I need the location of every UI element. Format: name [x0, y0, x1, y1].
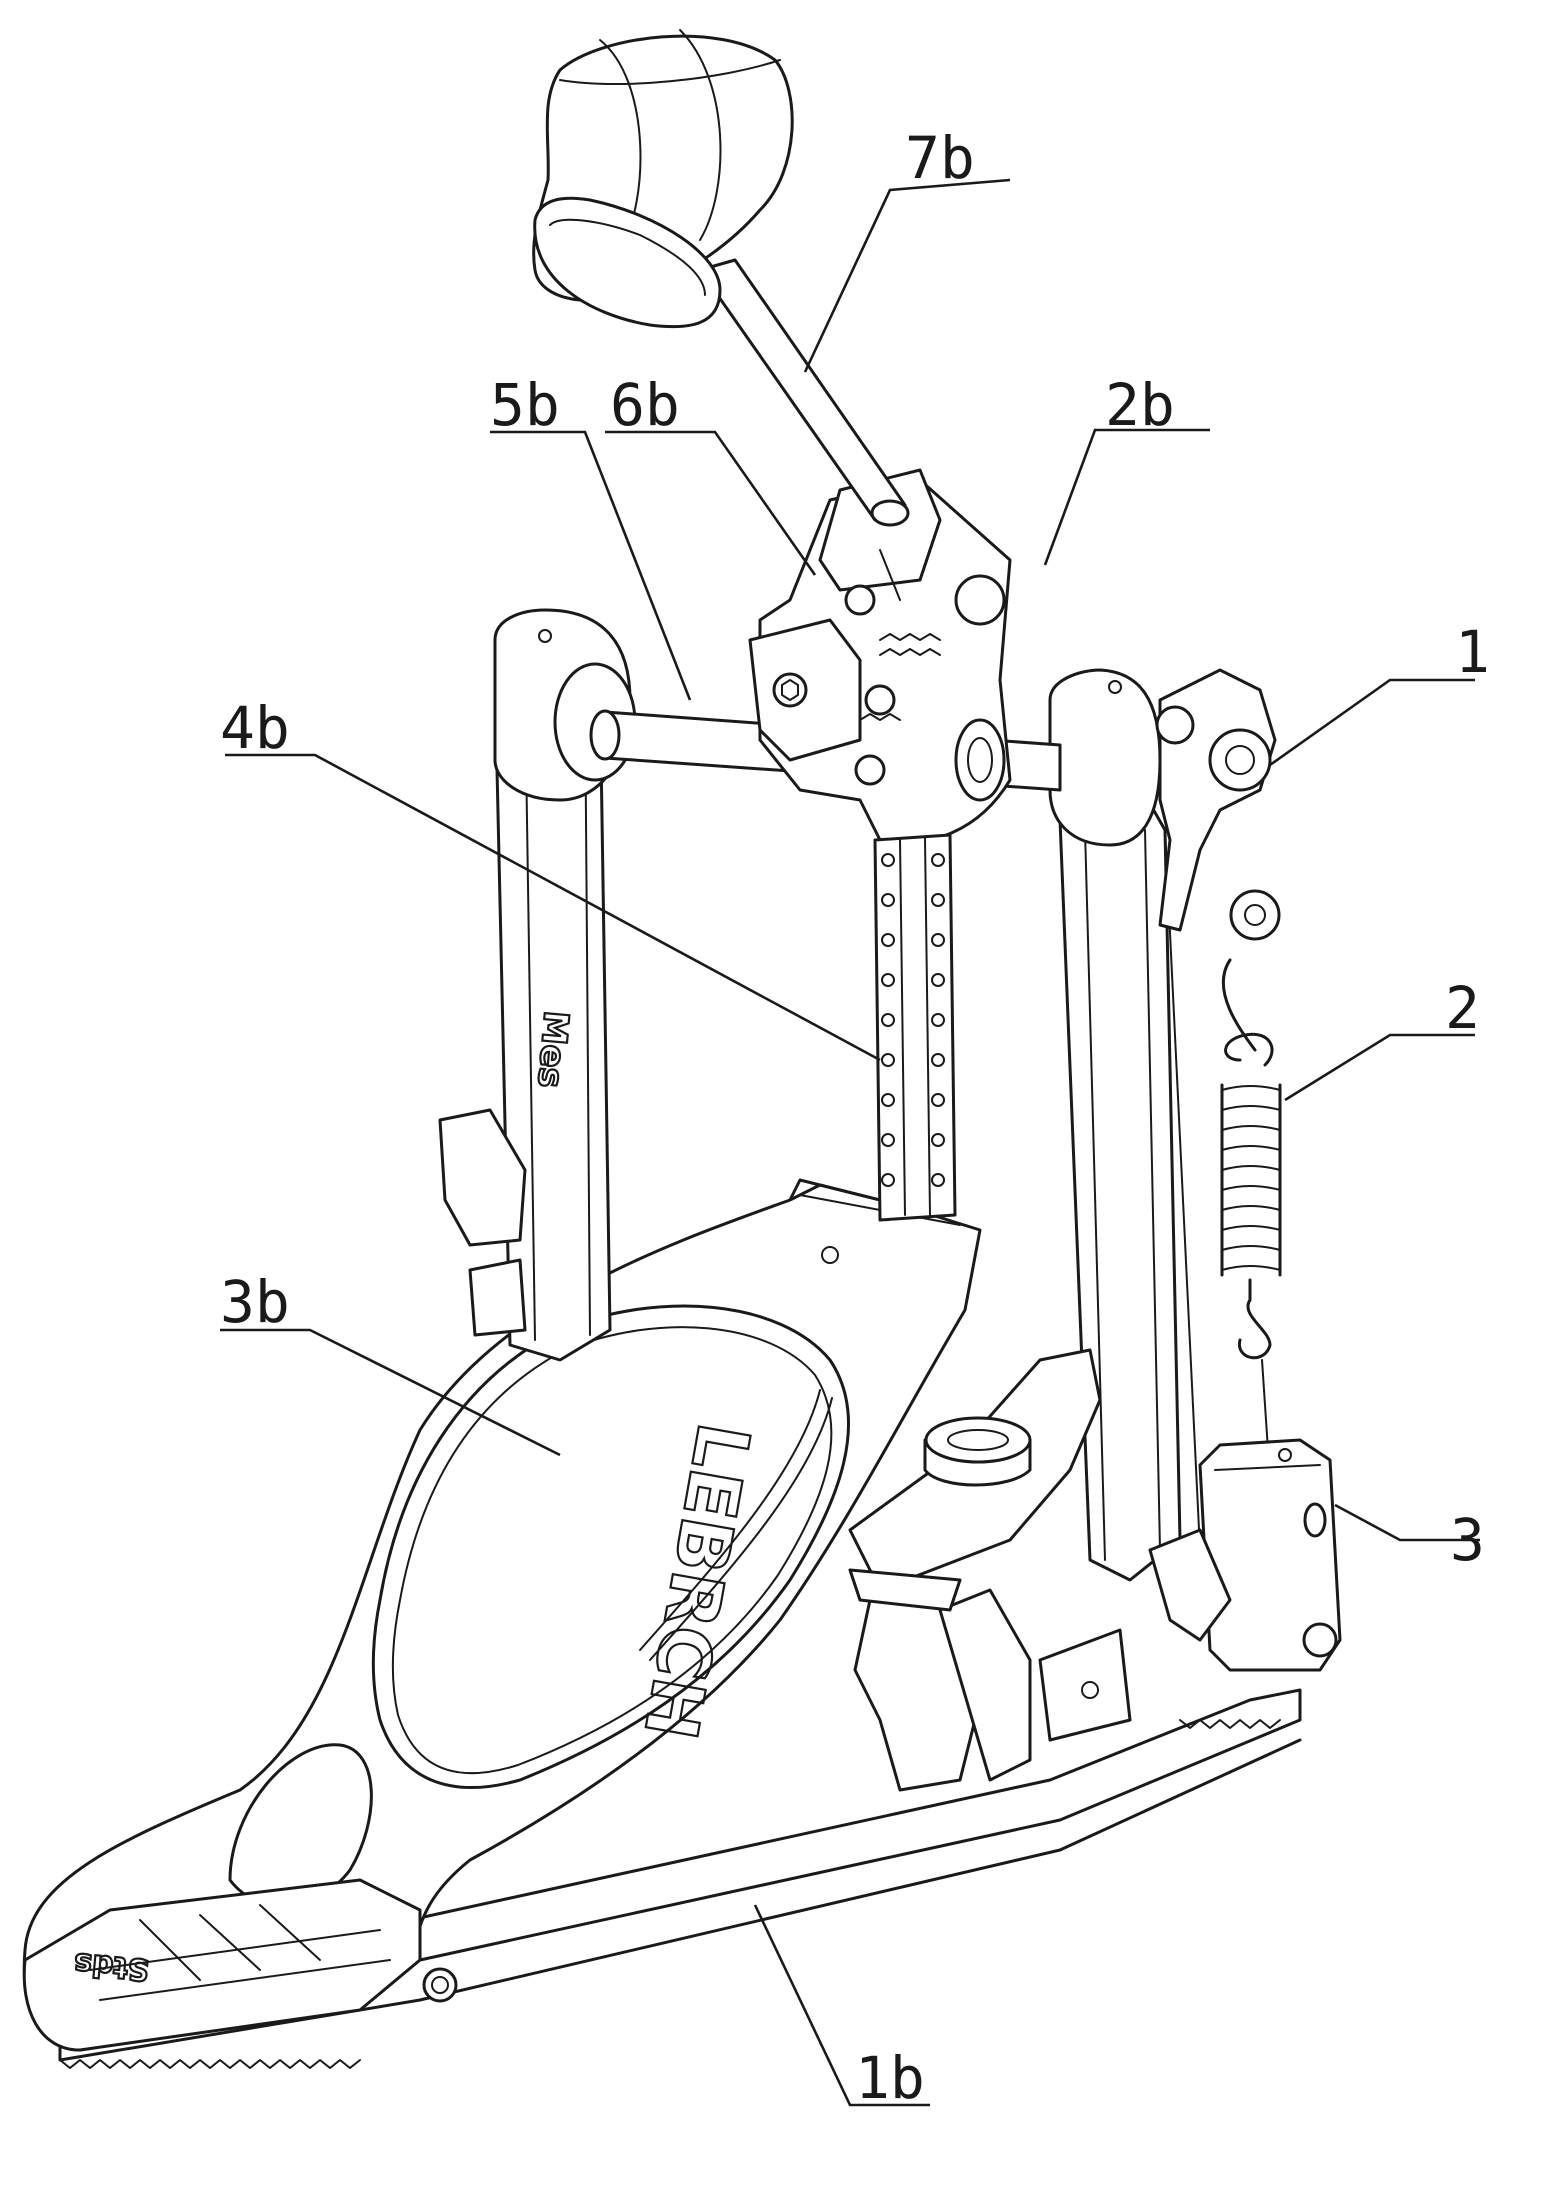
label-6b: 6b: [610, 371, 680, 439]
heel-logo-text: Stds: [73, 1945, 151, 1986]
label-3: 3: [1450, 1506, 1485, 1574]
leader-lines: [220, 178, 1480, 2107]
footboard: LEBRCH Stds: [22, 1178, 982, 2052]
leader-2b: [1043, 428, 1210, 566]
label-1b: 1b: [855, 2044, 925, 2112]
leader-5b: [490, 430, 692, 701]
leader-6b: [605, 430, 817, 576]
drive-chain: [873, 833, 957, 1222]
beater: [532, 29, 910, 527]
reference-labels: 7b 5b 6b 2b 1 4b 2 3b 3 1b: [220, 124, 1490, 2112]
leader-7b: [803, 178, 1011, 373]
cam-assembly: [748, 468, 1012, 844]
label-2b: 2b: [1105, 371, 1175, 439]
leader-3b: [220, 1328, 561, 1457]
label-1: 1: [1455, 618, 1490, 686]
left-post-logo-text: Mes: [529, 1009, 576, 1089]
leader-1b: [753, 1904, 930, 2107]
leader-1: [1269, 678, 1475, 767]
center-clamp: [848, 1348, 1232, 1792]
label-7b: 7b: [905, 124, 975, 192]
label-4b: 4b: [220, 694, 290, 762]
label-5b: 5b: [490, 371, 560, 439]
label-2: 2: [1445, 974, 1480, 1042]
leader-2: [1284, 1033, 1475, 1102]
leader-4b: [225, 753, 881, 1062]
label-3b: 3b: [220, 1268, 290, 1336]
spring-hardware: [1155, 668, 1342, 1672]
leader-3: [1334, 1503, 1480, 1542]
